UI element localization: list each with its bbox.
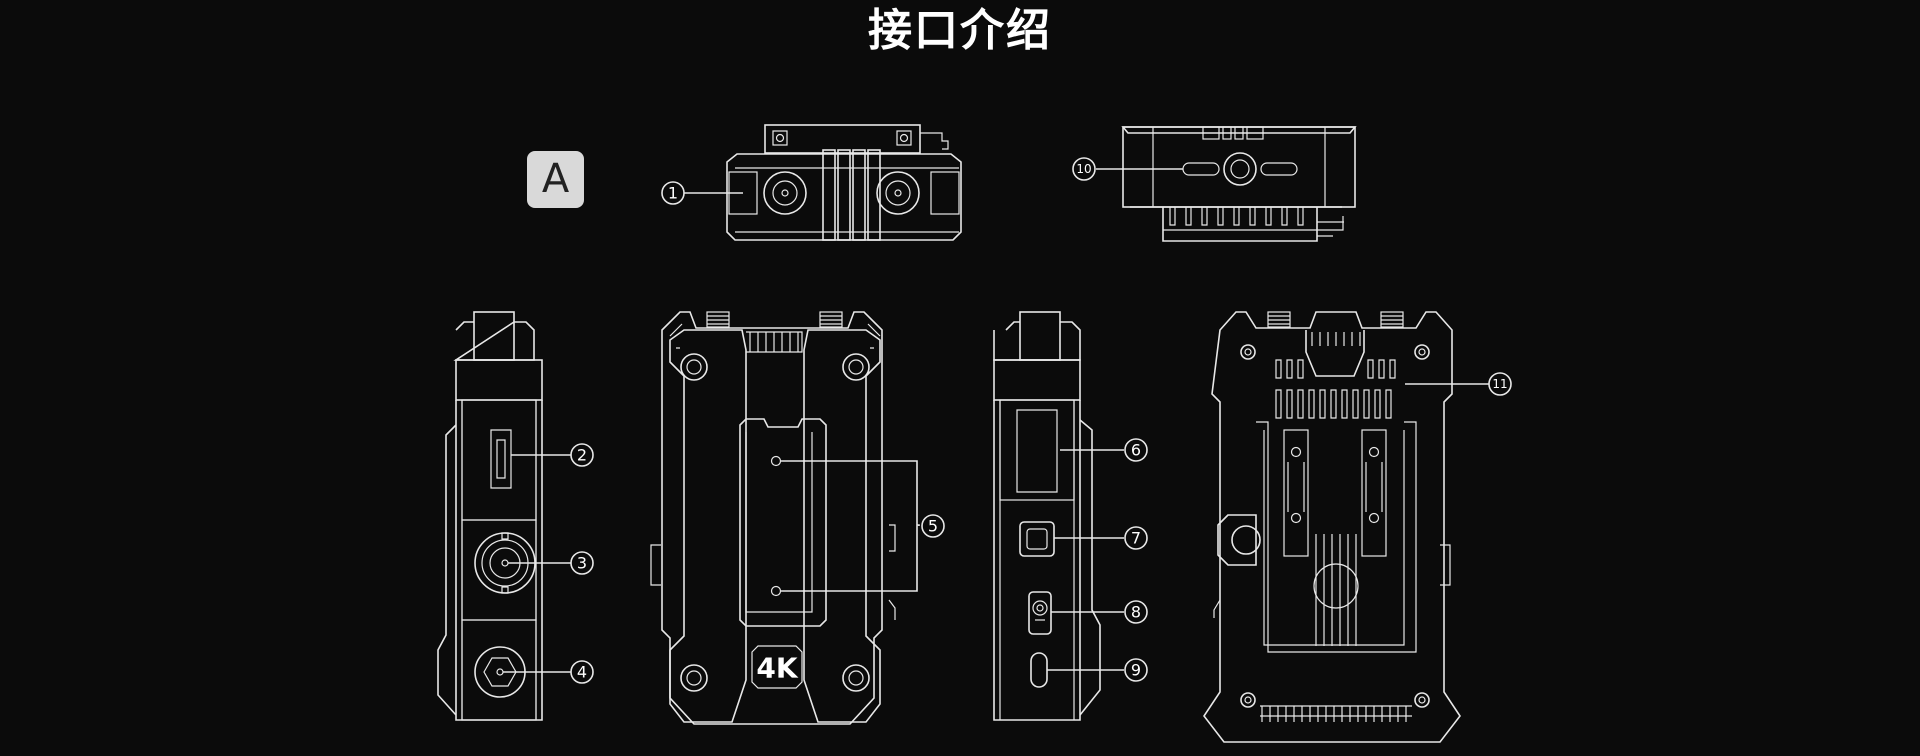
rear-view [1203, 311, 1461, 743]
callout-11-label: 11 [1492, 377, 1507, 391]
callout-1: 1 [661, 181, 685, 205]
callout-4: 4 [570, 660, 594, 684]
callout-7-label: 7 [1131, 529, 1141, 548]
callout-10: 10 [1072, 157, 1096, 181]
leader-lines [503, 168, 1489, 673]
callout-8-label: 8 [1131, 603, 1141, 622]
side-view-left [437, 311, 543, 721]
callout-2: 2 [570, 443, 594, 467]
top-view-front [726, 124, 962, 241]
side-view-right [993, 311, 1101, 721]
callout-9: 9 [1124, 658, 1148, 682]
callout-3-label: 3 [577, 554, 587, 573]
front-view: 4K [650, 311, 896, 725]
callout-7: 7 [1124, 526, 1148, 550]
callout-3: 3 [570, 551, 594, 575]
callout-9-label: 9 [1131, 661, 1141, 680]
top-view-rear [1121, 126, 1357, 242]
callout-6-label: 6 [1131, 441, 1141, 460]
callout-4-label: 4 [577, 663, 587, 682]
callout-8: 8 [1124, 600, 1148, 624]
page-title: 接口介绍 [868, 5, 1052, 56]
model-label: 4K [756, 652, 798, 685]
callout-1-label: 1 [668, 184, 678, 203]
callout-6: 6 [1124, 438, 1148, 462]
callout-2-label: 2 [577, 446, 587, 465]
callout-5: 5 [921, 514, 945, 538]
callout-5-label: 5 [928, 517, 938, 536]
callout-11: 11 [1488, 372, 1512, 396]
callout-10-label: 10 [1076, 162, 1091, 176]
view-badge: A [527, 151, 584, 208]
